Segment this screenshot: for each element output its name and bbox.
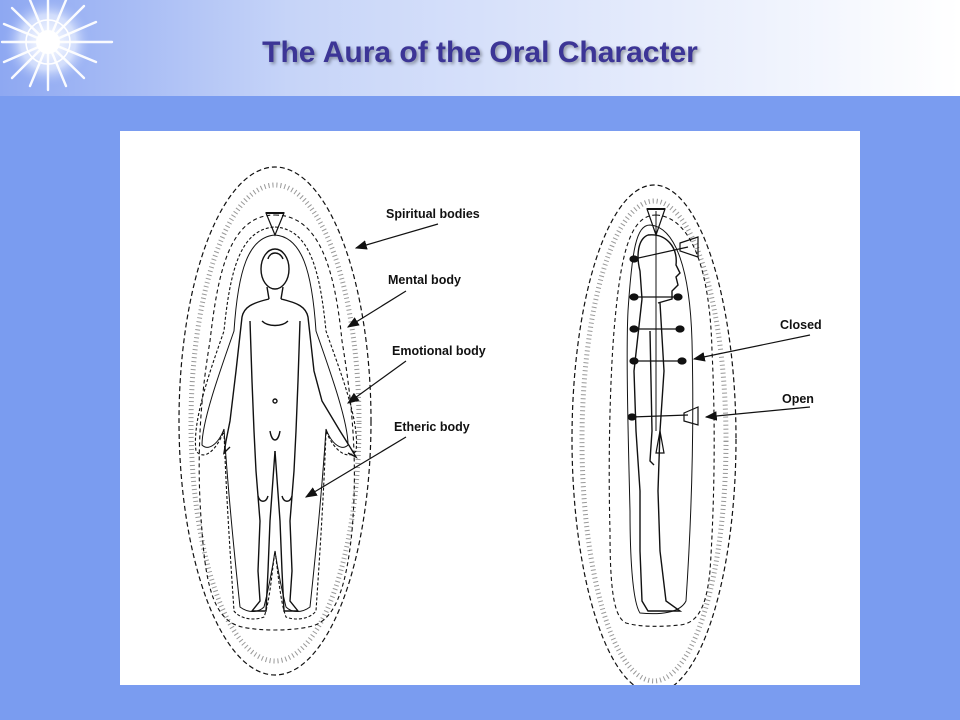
front-human-body — [222, 248, 358, 612]
mental-body-outline — [198, 214, 355, 631]
svg-text:Open: Open — [782, 392, 814, 406]
svg-text:Mental body: Mental body — [388, 273, 461, 287]
side-view-figure — [571, 184, 737, 685]
svg-text:Closed: Closed — [780, 318, 822, 332]
crown-chakra-cone — [265, 212, 285, 237]
label-emotional-body: Emotional body — [347, 344, 486, 404]
page-title: The Aura of the Oral Character — [262, 36, 698, 69]
side-human-body — [633, 234, 683, 612]
svg-text:Spiritual bodies: Spiritual bodies — [386, 207, 480, 221]
label-spiritual-bodies: Spiritual bodies — [354, 207, 480, 250]
front-view-figure — [178, 166, 372, 676]
slide-header: The Aura of the Oral Character — [0, 0, 960, 96]
label-etheric-body: Etheric body — [304, 420, 470, 498]
label-closed: Closed — [692, 318, 822, 362]
label-mental-body: Mental body — [346, 273, 461, 328]
label-open: Open — [704, 392, 814, 421]
svg-text:Emotional body: Emotional body — [392, 344, 486, 358]
etheric-body-outline — [201, 234, 349, 612]
svg-text:Etheric body: Etheric body — [394, 420, 470, 434]
aura-diagram: Spiritual bodies Mental body Emotional b… — [120, 131, 860, 685]
star-burst-icon — [0, 0, 114, 92]
spiritual-bodies-outline — [178, 166, 372, 676]
